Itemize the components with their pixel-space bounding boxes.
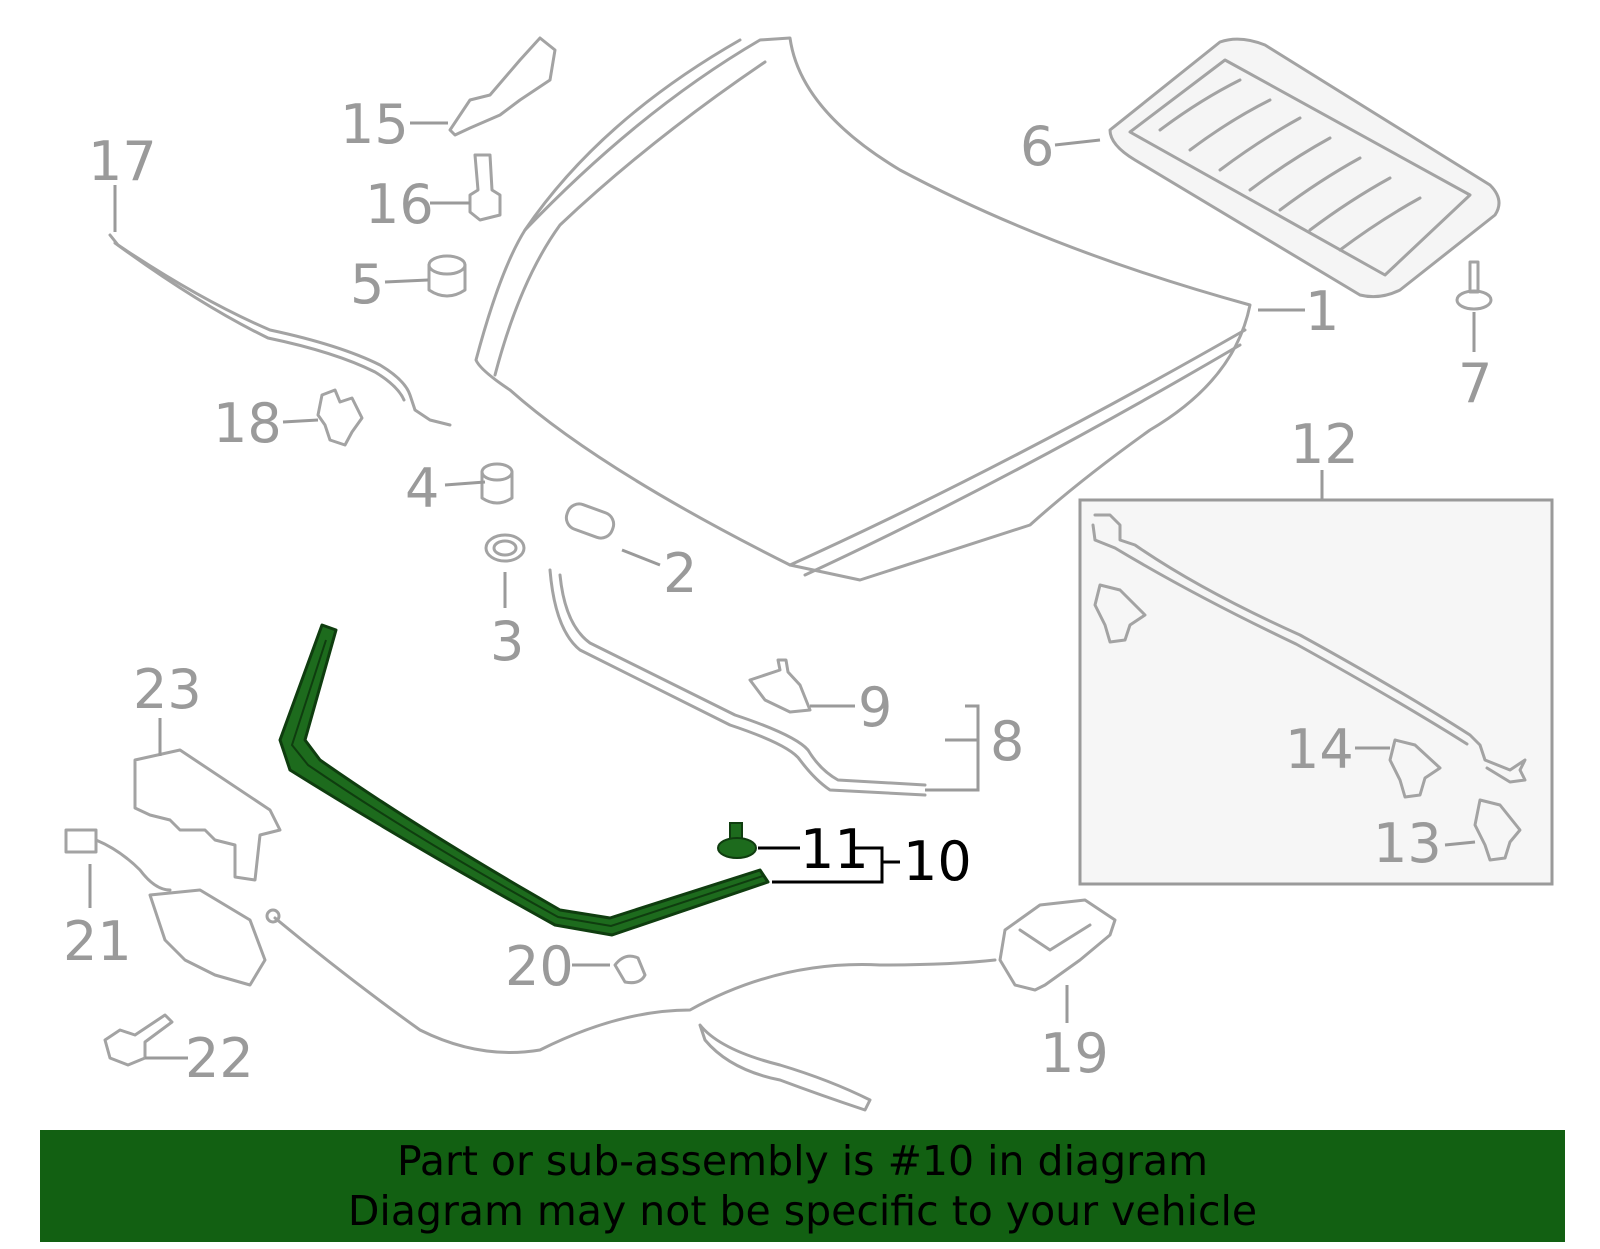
bumper-part-5[interactable] <box>427 254 467 298</box>
clip-part-18[interactable] <box>316 388 364 447</box>
seal-part-2[interactable] <box>563 501 617 542</box>
clip-in-box <box>1093 583 1147 644</box>
callout-8[interactable]: 8 <box>990 710 1024 773</box>
leader-lines <box>88 121 1476 1060</box>
callout-10[interactable]: 10 <box>903 830 972 893</box>
info-banner: Part or sub-assembly is #10 in diagram D… <box>40 1130 1565 1242</box>
hood-part-1[interactable] <box>474 36 1252 582</box>
grommet-part-3[interactable] <box>484 533 526 563</box>
release-cable-part-19[interactable] <box>265 908 997 1112</box>
seal-part-10[interactable] <box>278 623 770 937</box>
callout-22[interactable]: 22 <box>185 1027 254 1090</box>
callout-4[interactable]: 4 <box>405 457 439 520</box>
callout-9[interactable]: 9 <box>858 676 892 739</box>
bolt-part-16[interactable] <box>468 153 502 222</box>
panel-box-part-12[interactable] <box>1078 498 1554 886</box>
banner-line-part-number: Part or sub-assembly is #10 in diagram <box>396 1137 1209 1185</box>
callout-7[interactable]: 7 <box>1458 352 1492 415</box>
callout-23[interactable]: 23 <box>133 658 202 721</box>
callouts: 1 2 3 4 5 6 7 8 9 10 11 12 13 14 15 16 1… <box>63 93 1492 1090</box>
callout-3[interactable]: 3 <box>490 610 524 673</box>
callout-5[interactable]: 5 <box>350 253 384 316</box>
callout-1[interactable]: 1 <box>1305 280 1339 343</box>
callout-13[interactable]: 13 <box>1373 812 1442 875</box>
callout-16[interactable]: 16 <box>365 173 434 236</box>
callout-12[interactable]: 12 <box>1290 413 1359 476</box>
bumper-part-4[interactable] <box>480 462 514 505</box>
callout-6[interactable]: 6 <box>1020 115 1054 178</box>
callout-21[interactable]: 21 <box>63 910 132 973</box>
hood-insulator-part-6[interactable] <box>1108 37 1501 299</box>
clip-part-13[interactable] <box>1473 798 1522 862</box>
callout-17[interactable]: 17 <box>88 130 157 193</box>
bolt-part-22[interactable] <box>103 1013 174 1067</box>
callout-18[interactable]: 18 <box>213 392 282 455</box>
hinge-part-15[interactable] <box>448 36 557 137</box>
clip-part-20[interactable] <box>613 954 647 985</box>
clip-part-11[interactable] <box>717 822 757 859</box>
clip-part-9[interactable] <box>748 658 812 714</box>
lock-assembly-part-21[interactable] <box>148 888 267 987</box>
banner-line-disclaimer: Diagram may not be specific to your vehi… <box>347 1187 1258 1235</box>
latch-assembly-part-19[interactable] <box>998 898 1117 992</box>
bracket-part-23[interactable] <box>133 748 282 882</box>
callout-15[interactable]: 15 <box>340 93 409 156</box>
clip-part-14[interactable] <box>1388 738 1442 799</box>
seal-part-8[interactable] <box>548 568 927 797</box>
callout-14[interactable]: 14 <box>1285 718 1354 781</box>
rod-part-7[interactable] <box>1455 260 1493 311</box>
harness-part-21[interactable] <box>64 828 172 892</box>
callout-19[interactable]: 19 <box>1040 1022 1109 1085</box>
callout-2[interactable]: 2 <box>663 542 697 605</box>
callout-20[interactable]: 20 <box>505 935 574 998</box>
callout-11[interactable]: 11 <box>800 818 869 881</box>
cable-part-17[interactable] <box>108 233 452 427</box>
